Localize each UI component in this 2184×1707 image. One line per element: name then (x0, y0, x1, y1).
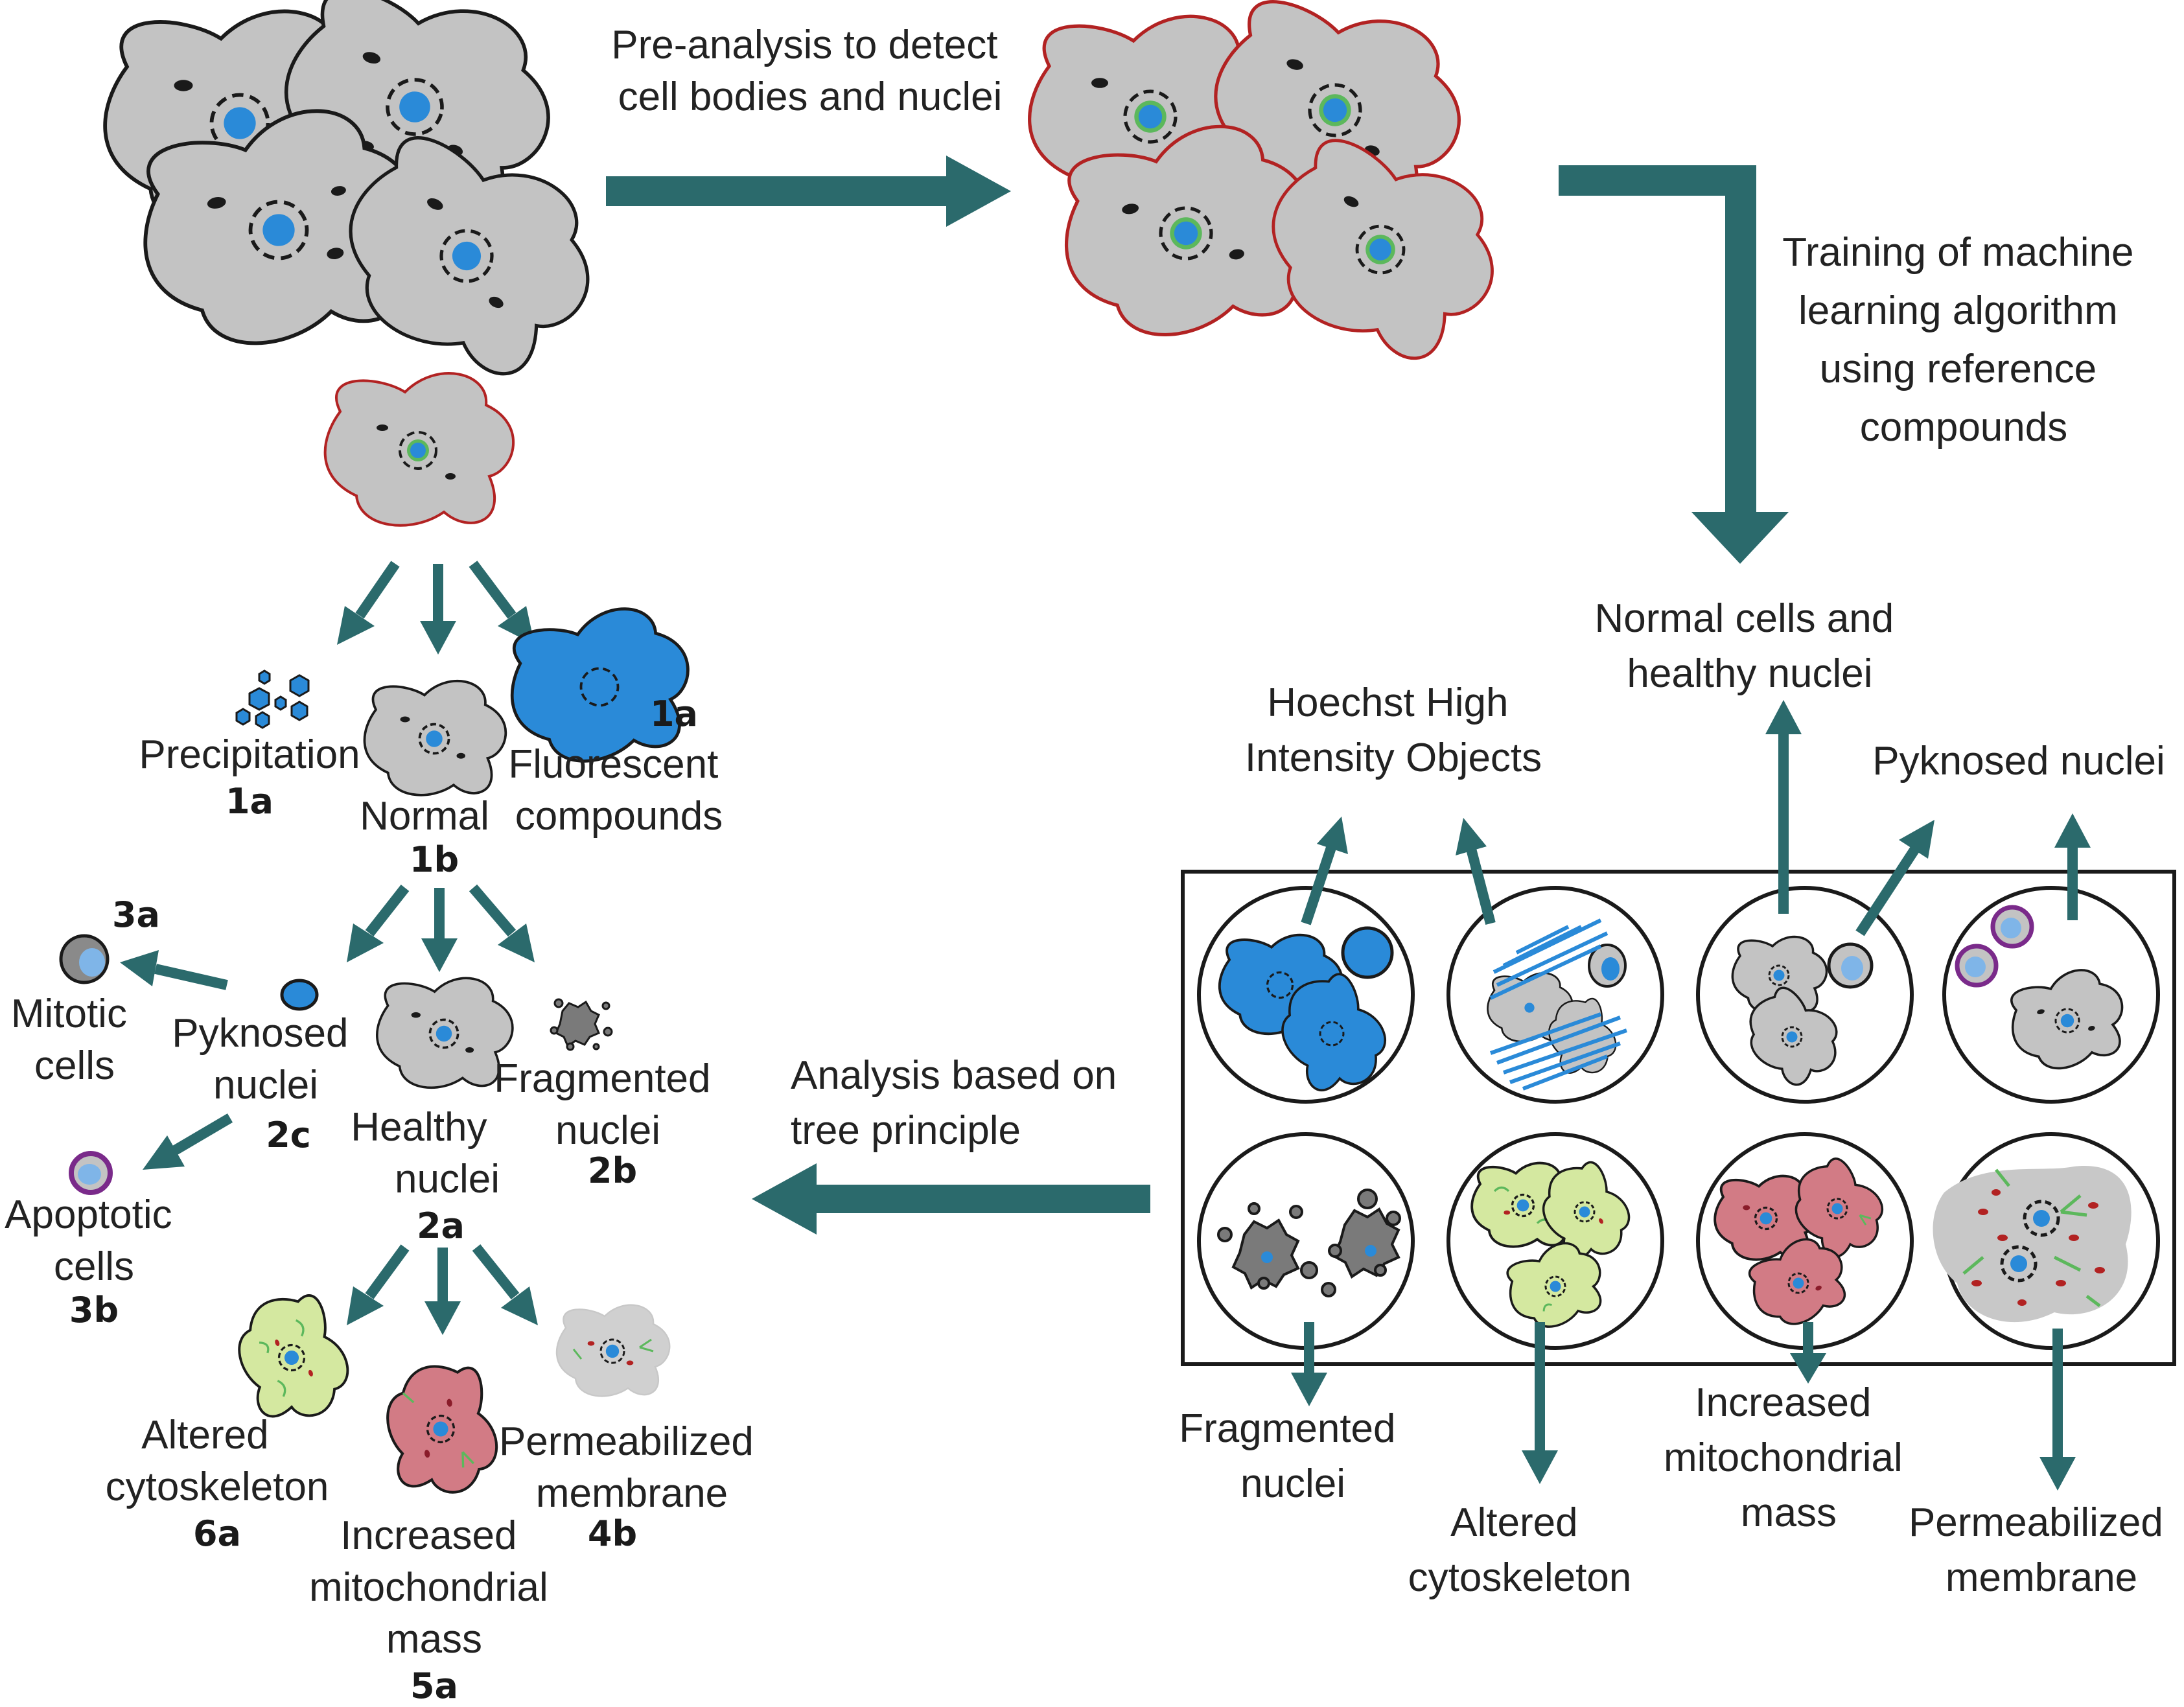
analysis-arrow (752, 1163, 1150, 1235)
plate-arrows (1291, 700, 2091, 1491)
raw-cell (316, 114, 622, 397)
fluorescent-id: 1a (650, 693, 698, 734)
pyknosed-id: 2c (266, 1115, 311, 1155)
hoechst-label: Hoechst High Intensity Objects (1245, 680, 1542, 780)
precipitation-label: Precipitation (139, 732, 360, 777)
preanalysis-arrow (606, 156, 1011, 227)
detected-cells-group (1030, 0, 1524, 379)
normal-id: 1b (410, 839, 459, 880)
plate-fragmented-label: Fragmented nuclei (1179, 1406, 1407, 1506)
training-label: Training of machine learning algorithm u… (1782, 230, 2144, 450)
plate-permeabilized-label: Permeabilized membrane (1909, 1500, 2174, 1600)
tree-arrows-level3 (347, 1244, 538, 1335)
permeabilized-label: Permeabilized membrane (499, 1419, 765, 1516)
analysis-label: Analysis based on tree principle (791, 1053, 1128, 1153)
mitotic-cell (59, 934, 110, 984)
tree-arrows-level2 (347, 884, 535, 972)
well-cytoskeleton-cells (1470, 1151, 1644, 1339)
normal-label: Normal (360, 794, 489, 839)
altered-id: 6a (193, 1513, 241, 1554)
fragmented-id: 2b (588, 1150, 637, 1191)
fluorescent-cell (500, 599, 701, 772)
precipitation-id: 1a (226, 781, 273, 822)
detected-cell (1050, 113, 1325, 350)
healthy-cell (375, 977, 514, 1089)
mitotic-id: 3a (112, 894, 160, 935)
tree-arrows-level1 (337, 561, 535, 655)
mitochondrial-cell (380, 1358, 504, 1502)
training-arrow (1559, 165, 1789, 564)
apoptotic-cell (69, 1151, 113, 1195)
permeabilized-id: 4b (588, 1513, 637, 1554)
mito-label: Increased mitochondrial mass (309, 1513, 559, 1662)
detected-cell (1241, 119, 1523, 380)
precipitation-icon (235, 669, 310, 729)
healthy-id: 2a (417, 1205, 465, 1246)
well-apoptotic-cells (1955, 905, 2136, 1080)
well-fragmented-nuclei (1217, 1189, 1401, 1297)
apoptotic-label: Apoptotic cells (5, 1192, 183, 1289)
plate-mito-label: Increased mitochondrial mass (1664, 1380, 1914, 1535)
mitotic-label: Mitotic cells (11, 992, 138, 1088)
well-normal-cells (1731, 935, 1874, 1098)
fragmented-label: Fragmented nuclei (494, 1056, 722, 1153)
normal-cells-label: Normal cells and healthy nuclei (1595, 596, 1905, 696)
preanalysis-label: Pre-analysis to detect cell bodies and n… (611, 23, 1008, 119)
plate-altered-label: Altered cytoskeleton (1408, 1500, 1632, 1600)
normal-cell (363, 679, 507, 796)
raw-cell (126, 96, 434, 360)
pyknosed-label: Pyknosed nuclei (172, 1011, 360, 1108)
pyknosed-nuclei-label: Pyknosed nuclei (1872, 739, 2165, 784)
fragmented-nucleus-icon (550, 998, 613, 1051)
well-mitochondrial-cells (1714, 1147, 1899, 1338)
healthy-label: Healthy nuclei (351, 1105, 500, 1202)
detected-cell (1193, 0, 1481, 237)
pyknosed-to-apoptotic-arrow (143, 1113, 233, 1170)
tree-root-cell (323, 372, 515, 527)
well-permeabilized-cells (1933, 1166, 2132, 1323)
raw-cells-group (105, 0, 621, 397)
mito-id: 5a (410, 1666, 458, 1706)
pyknosed-to-mitotic-arrow (120, 950, 228, 990)
altered-label: Altered cytoskeleton (106, 1413, 329, 1509)
well-precipitation (1487, 918, 1627, 1091)
fluorescent-label: Fluorescent compounds (508, 742, 729, 839)
apoptotic-id: 3b (69, 1290, 119, 1330)
cytoskeleton-cell (224, 1283, 362, 1434)
permeabilized-cell (555, 1304, 671, 1397)
well-fluorescent-cells (1218, 926, 1402, 1107)
pyknosed-nucleus (280, 979, 319, 1011)
